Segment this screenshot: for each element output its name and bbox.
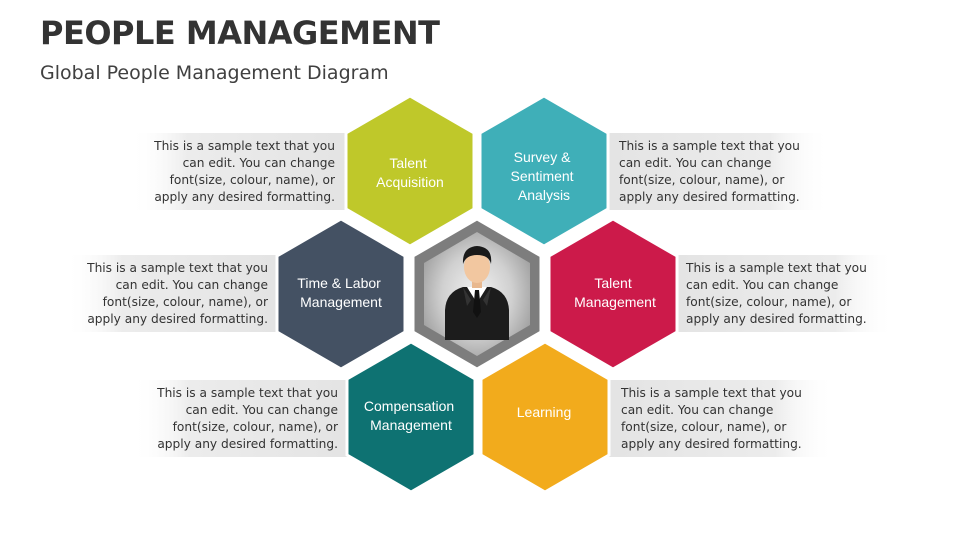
hexagon-label: Management xyxy=(574,294,656,310)
description-line: This is a sample text that you xyxy=(619,139,800,153)
description-line: font(size, colour, name), or xyxy=(621,420,787,434)
svg-text:Survey & Sentiment: Survey & Sentiment Analysis xyxy=(511,149,578,203)
description-line: font(size, colour, name), or xyxy=(169,173,335,187)
hexagon-talent-management: Talent Management xyxy=(547,217,679,371)
description-band xyxy=(130,133,360,210)
description-line: apply any desired formatting. xyxy=(87,312,268,326)
description-line: apply any desired formatting. xyxy=(621,437,802,451)
description-time-labor: This is a sample text that you can edit.… xyxy=(87,260,268,328)
hexagon-label: Sentiment xyxy=(511,168,574,184)
description-talent-management: This is a sample text that you can edit.… xyxy=(686,260,867,328)
description-line: font(size, colour, name), or xyxy=(619,173,785,187)
description-band xyxy=(132,380,362,457)
hexagon-time-labor: Time & Labor Management xyxy=(275,217,407,371)
svg-text:Compensation Management: Compensation Management xyxy=(364,398,458,433)
hexagon-label: Analysis xyxy=(518,187,570,203)
svg-text:Talent Acquisition: Talent Acquisition xyxy=(376,155,444,190)
description-line: apply any desired formatting. xyxy=(619,190,800,204)
description-line: can edit. You can change xyxy=(182,156,335,170)
hexagon-compensation: Compensation Management xyxy=(345,340,477,494)
description-line: This is a sample text that you xyxy=(87,261,268,275)
description-line: This is a sample text that you xyxy=(686,261,867,275)
page-title: PEOPLE MANAGEMENT xyxy=(40,14,440,52)
hexagon-label: Learning xyxy=(517,404,572,420)
description-band xyxy=(65,255,295,332)
description-band xyxy=(590,133,830,210)
hexagon-talent-acquisition: Talent Acquisition xyxy=(344,94,476,248)
hexagon-label: Compensation xyxy=(364,398,454,414)
hexagon-learning: Learning xyxy=(479,340,611,494)
description-band xyxy=(595,380,835,457)
description-line: font(size, colour, name), or xyxy=(686,295,852,309)
description-line: This is a sample text that you xyxy=(154,139,335,153)
page-subtitle: Global People Management Diagram xyxy=(40,62,389,84)
hexagon-label: Time & Labor xyxy=(297,275,381,291)
description-line: apply any desired formatting. xyxy=(154,190,335,204)
description-line: apply any desired formatting. xyxy=(157,437,338,451)
description-compensation: This is a sample text that you can edit.… xyxy=(157,385,338,453)
description-line: can edit. You can change xyxy=(115,278,268,292)
description-line: This is a sample text that you xyxy=(157,386,338,400)
svg-text:Time & Labor Management: Time & Labor Management xyxy=(297,275,384,310)
description-talent-acquisition: This is a sample text that you can edit.… xyxy=(154,138,335,206)
description-survey-sentiment: This is a sample text that you can edit.… xyxy=(619,138,800,206)
description-learning: This is a sample text that you can edit.… xyxy=(621,385,802,453)
description-line: font(size, colour, name), or xyxy=(172,420,338,434)
description-line: This is a sample text that you xyxy=(621,386,802,400)
description-band xyxy=(655,255,895,332)
hexagon-label: Acquisition xyxy=(376,174,444,190)
businessman-icon xyxy=(445,246,509,340)
hexagon-label: Talent xyxy=(389,155,426,171)
hexagon-label: Management xyxy=(370,417,452,433)
hexagon-label: Management xyxy=(300,294,382,310)
svg-text:Talent Management: Talent Management xyxy=(574,275,656,310)
svg-text:Learning: Learning xyxy=(517,404,572,420)
description-line: can edit. You can change xyxy=(619,156,772,170)
hexagon-survey-sentiment: Survey & Sentiment Analysis xyxy=(478,94,610,248)
description-line: can edit. You can change xyxy=(686,278,839,292)
description-line: font(size, colour, name), or xyxy=(102,295,268,309)
center-hexagon xyxy=(411,217,543,371)
hexagon-label: Talent xyxy=(594,275,631,291)
description-line: can edit. You can change xyxy=(185,403,338,417)
description-line: apply any desired formatting. xyxy=(686,312,867,326)
hexagon-label: Survey & xyxy=(514,149,571,165)
description-line: can edit. You can change xyxy=(621,403,774,417)
